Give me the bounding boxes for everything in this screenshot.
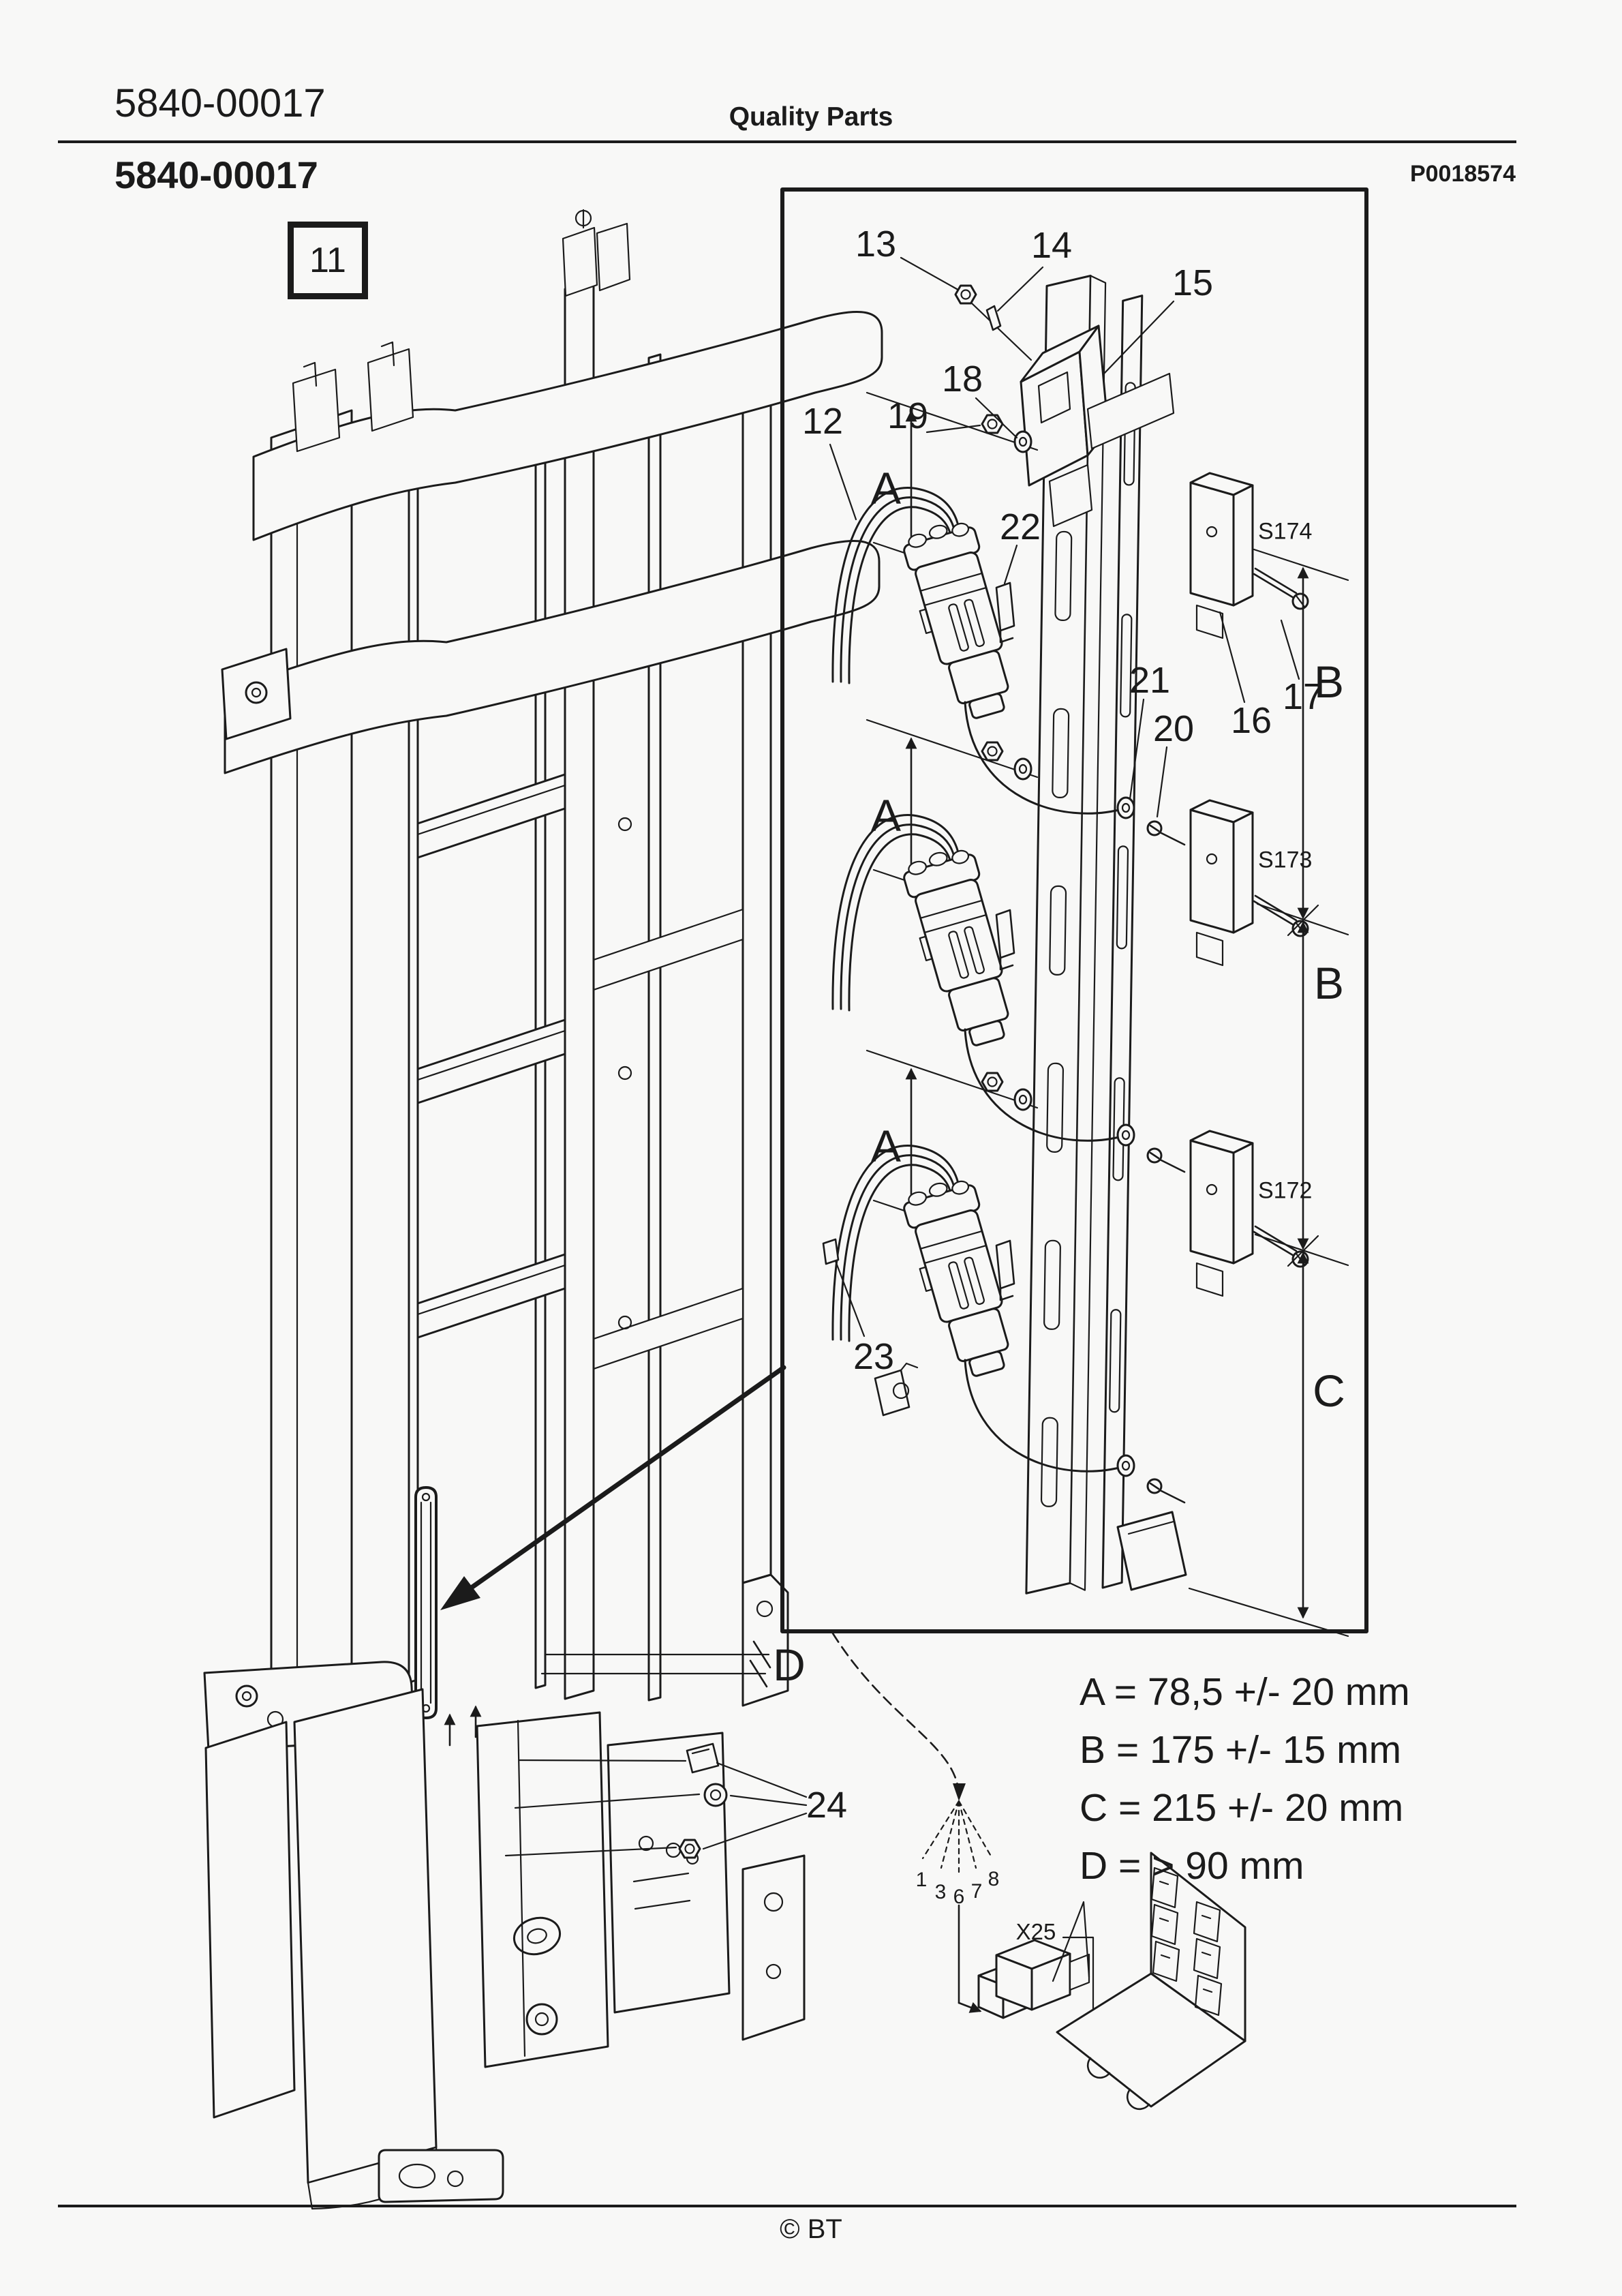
callout-label-13: 13 [855, 224, 897, 265]
callout-label-19: 19 [887, 395, 929, 436]
pin-label-1: 1 [915, 1869, 928, 1891]
dimension-d-lines [540, 1640, 771, 1688]
callout-label-15: 15 [1172, 262, 1214, 303]
legend-row-a: A = 78,5 +/- 20 mm [1080, 1670, 1410, 1714]
dim-label-A: A [870, 463, 902, 513]
sensor-rail [1025, 275, 1144, 1595]
footer-rule [58, 2205, 1516, 2207]
header-rule [58, 140, 1516, 143]
callout-label-17: 17 [1282, 676, 1324, 717]
detail-pointer-arrow [440, 1365, 786, 1610]
callout-label-23: 23 [853, 1336, 895, 1377]
doc-number: 5840-00017 [114, 81, 326, 125]
callout-label-14: 14 [1030, 225, 1073, 266]
pin-label-6: 6 [953, 1886, 965, 1908]
callout-label-21: 21 [1129, 660, 1171, 701]
header-title: Quality Parts [729, 102, 893, 132]
pin-label-7: 7 [970, 1880, 983, 1903]
dim-label-B: B [1313, 656, 1345, 707]
callout-label-24: 24 [806, 1785, 848, 1826]
mast-illustration [203, 209, 883, 2210]
x25-connector-diagram [831, 1632, 1246, 2111]
legend-row-b: B = 175 +/- 15 mm [1080, 1728, 1402, 1772]
callout-label-22: 22 [999, 507, 1041, 547]
callout-label-12: 12 [801, 401, 844, 442]
dimension-chain-right [1188, 548, 1349, 1637]
callout-label-20: 20 [1152, 708, 1195, 749]
mounting-bracket-plate [1052, 1852, 1246, 2111]
xref-label-X25: X25 [1015, 1919, 1056, 1944]
pin-label-8: 8 [988, 1868, 1000, 1890]
dim-label-C: C [1313, 1365, 1345, 1416]
leader-lines [829, 256, 1300, 1338]
pin-label-3: 3 [934, 1881, 947, 1903]
footer-copyright: © BT [780, 2214, 842, 2244]
legend-row-c: C = 215 +/- 20 mm [1080, 1786, 1404, 1830]
section-number: 5840-00017 [114, 153, 318, 196]
detail-box [780, 187, 1368, 1637]
callout-label-16: 16 [1230, 700, 1272, 741]
dim-label-A: A [870, 1121, 902, 1171]
image-code: P0018574 [1409, 161, 1516, 187]
dim-label-B: B [1313, 958, 1345, 1008]
callout-label-18: 18 [941, 359, 983, 399]
sensor-label-S173: S173 [1258, 847, 1313, 873]
sensor-label-S174: S174 [1258, 518, 1313, 545]
dim-label-A: A [870, 790, 902, 841]
dimension-legend: A = 78,5 +/- 20 mm B = 175 +/- 15 mm C =… [1080, 1663, 1410, 1895]
figure-ref-box: 11 [288, 222, 368, 299]
legend-row-d: D = > 90 mm [1080, 1844, 1304, 1888]
sensor-label-S172: S172 [1258, 1177, 1313, 1204]
dim-label-D: D [773, 1640, 806, 1690]
